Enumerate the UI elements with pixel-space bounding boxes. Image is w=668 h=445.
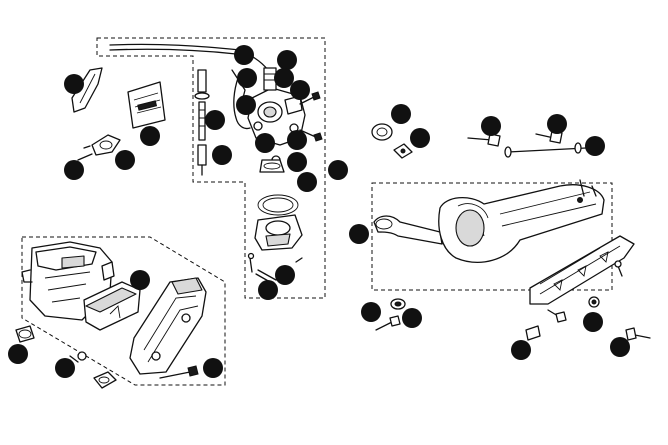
hose-clip [93, 371, 117, 389]
callout-marker [115, 150, 135, 170]
callout-markers [8, 45, 630, 378]
callout-marker [391, 104, 411, 124]
throttle-cable [109, 43, 269, 71]
throttle-cable-sheath [109, 48, 237, 55]
exhaust-nut [393, 143, 413, 159]
carburetor-group-outline [96, 37, 326, 299]
callout-marker [236, 95, 256, 115]
callout-marker [547, 114, 567, 134]
exhaust-pipe [373, 215, 443, 245]
fuel-pipe-inner [79, 73, 96, 104]
carburetor-body [247, 67, 306, 146]
callout-marker [8, 344, 28, 364]
muffler [438, 179, 605, 263]
drain-screw [247, 252, 255, 273]
gasket-sheet [127, 81, 166, 129]
exhaust-stud-left [467, 133, 501, 147]
callout-marker [255, 133, 275, 153]
callout-marker [234, 45, 254, 65]
callout-marker [297, 172, 317, 192]
callout-marker [349, 224, 369, 244]
callout-marker [237, 68, 257, 88]
clamp-bolt [69, 351, 87, 363]
jet-needle-assembly [194, 69, 210, 176]
exhaust-washer [390, 298, 406, 310]
callout-marker [130, 270, 150, 290]
callout-marker [481, 116, 501, 136]
cover-screw [159, 365, 199, 379]
callout-marker [205, 110, 225, 130]
callout-marker [361, 302, 381, 322]
intake-flange [77, 134, 121, 161]
spring-clip [525, 325, 541, 341]
air-filter-cover [129, 277, 207, 375]
callout-marker [64, 160, 84, 180]
exhaust-group-outline [371, 182, 613, 291]
float-bowl-assembly [254, 194, 303, 263]
callout-marker [410, 128, 430, 148]
callout-marker [212, 145, 232, 165]
callout-marker [287, 130, 307, 150]
air-filter-group-outline [21, 236, 226, 386]
callout-marker [610, 337, 630, 357]
callout-marker [64, 74, 84, 94]
air-filter-element [83, 281, 141, 331]
idle-screw [299, 91, 321, 105]
callout-marker [583, 312, 603, 332]
shield-screw [614, 260, 623, 277]
callout-marker [328, 160, 348, 180]
callout-marker [585, 136, 605, 156]
breather-cap [15, 325, 35, 343]
long-bolt [625, 327, 651, 341]
choke-rod [233, 77, 251, 130]
fuel-pipe [71, 67, 103, 113]
callout-marker [287, 152, 307, 172]
float-pin [255, 269, 277, 283]
callout-marker [511, 340, 531, 360]
exhaust-bolt-a [375, 315, 401, 331]
exhaust-bolt-b [547, 309, 567, 323]
mounting-rod [504, 142, 587, 158]
callout-marker [203, 358, 223, 378]
callout-marker [277, 50, 297, 70]
callout-marker [274, 68, 294, 88]
float-needle-seat [259, 159, 285, 173]
callout-marker [55, 358, 75, 378]
callout-marker [140, 126, 160, 146]
callout-marker [258, 280, 278, 300]
manifold-gasket [371, 123, 393, 141]
callout-marker [290, 80, 310, 100]
mixture-screw [299, 129, 323, 142]
callout-marker [275, 265, 295, 285]
callout-marker [402, 308, 422, 328]
heat-shield [529, 235, 635, 305]
cap-nut [588, 296, 600, 308]
